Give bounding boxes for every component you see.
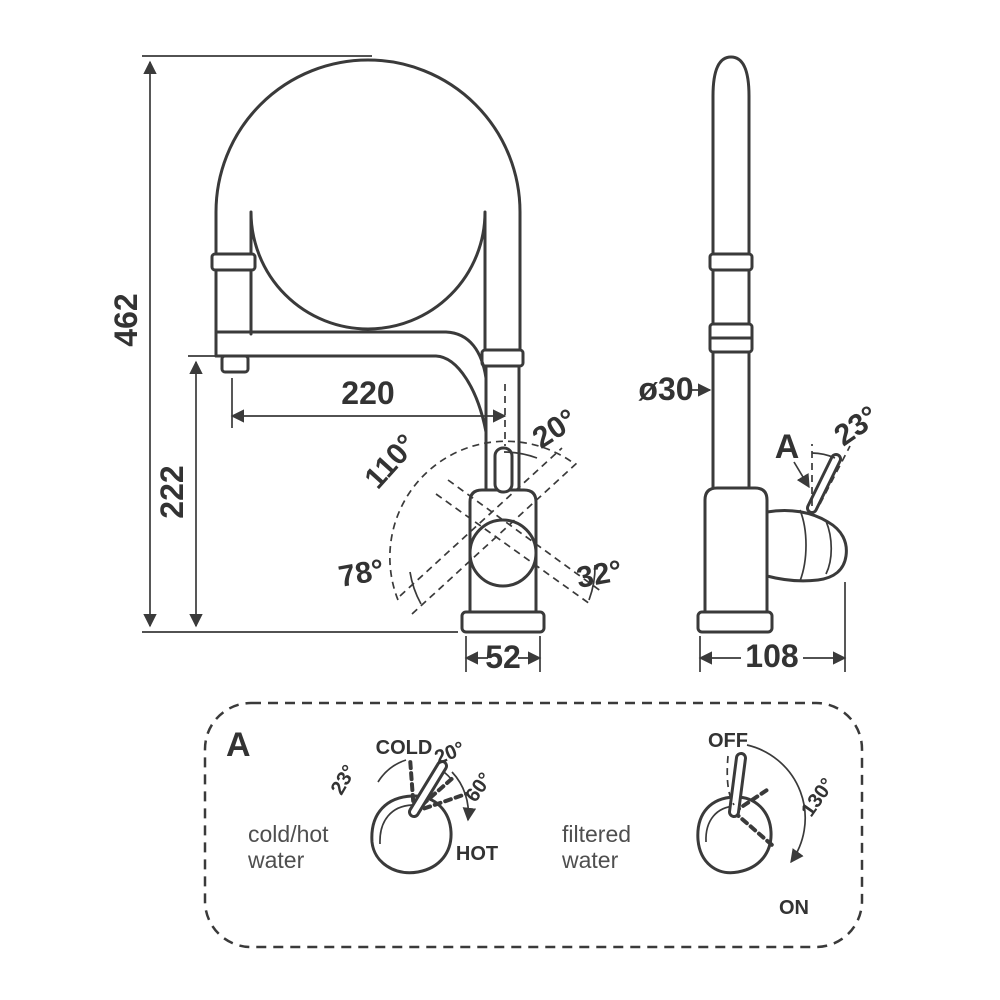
- tube-side: [711, 55, 751, 494]
- front-view-motion: [389, 440, 603, 615]
- side-view-faucet: [696, 55, 848, 634]
- dim-base-width: 52: [485, 639, 521, 675]
- front-view-faucet: [210, 58, 546, 634]
- label-on: ON: [779, 897, 809, 919]
- label-hot: HOT: [456, 843, 498, 865]
- legend-marker-a: A: [226, 726, 251, 764]
- dim-height-total: 462: [108, 293, 144, 346]
- cold-hot-pictogram: [370, 756, 477, 875]
- angle-low-right-label: 32°: [574, 554, 624, 594]
- coldhot-angle-mid: 20°: [432, 738, 468, 770]
- angle-swivel-label: 110°: [358, 428, 423, 495]
- filtered-pictogram: [696, 744, 807, 875]
- hose-collar-left: [210, 252, 257, 272]
- hose-collar-right: [480, 348, 525, 368]
- spout-top-edge: [214, 330, 488, 380]
- side-view-dimensions: [692, 383, 847, 672]
- label-cold: COLD: [376, 737, 433, 759]
- tube-collar-upper: [708, 252, 754, 272]
- aerator: [220, 354, 250, 374]
- dim-base-depth: 108: [745, 638, 798, 674]
- gooseneck-outer: [214, 58, 522, 352]
- coldhot-caption-line2: water: [247, 847, 305, 873]
- front-view-dimensions: [142, 55, 542, 672]
- dim-spout-height: 222: [154, 465, 190, 518]
- label-off: OFF: [708, 730, 748, 752]
- section-marker-a: A: [775, 428, 800, 466]
- lever-angle-label: 23°: [829, 400, 885, 453]
- side-view-motion: [793, 444, 851, 506]
- dim-diameter: ø30: [638, 371, 693, 407]
- base-side: [696, 610, 774, 634]
- coldhot-caption-line1: cold/hot: [248, 821, 329, 847]
- coldhot-angle-left: 23°: [327, 761, 361, 798]
- handle-front: [493, 446, 514, 494]
- spout-bottom-edge: [214, 354, 488, 434]
- swivel-joint: [468, 518, 538, 588]
- legend-box: A COLD HOT 23° 20° 60° cold/hot water: [203, 701, 864, 949]
- angle-low-left-label: 78°: [336, 553, 386, 593]
- filtered-caption-line1: filtered: [562, 821, 631, 847]
- filtered-angle-range: 130°: [797, 774, 839, 821]
- filtered-caption-line2: water: [561, 847, 619, 873]
- gooseneck-inner: [249, 210, 487, 352]
- angle-tilt-label: 20°: [527, 403, 583, 455]
- body-side: [703, 486, 769, 614]
- base-front: [460, 610, 546, 634]
- dim-reach: 220: [341, 375, 394, 411]
